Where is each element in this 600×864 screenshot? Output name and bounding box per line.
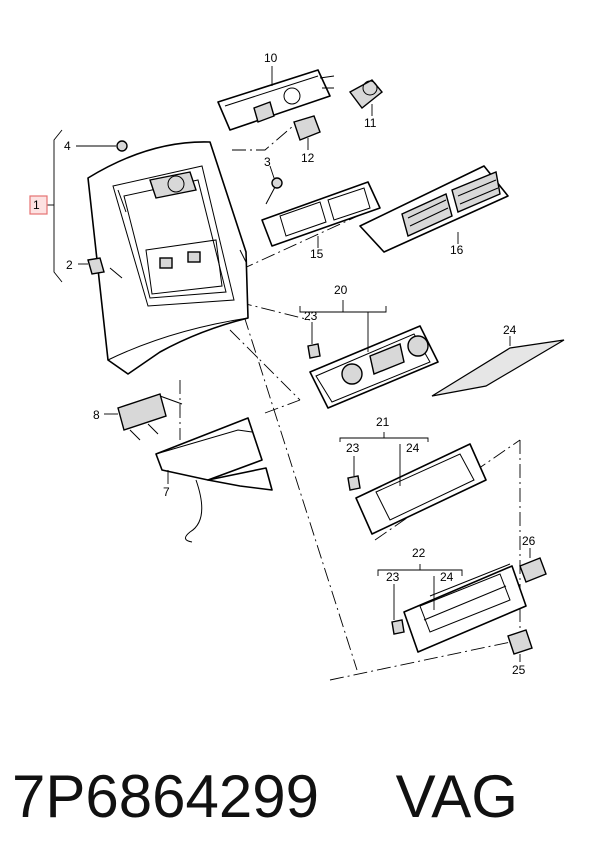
callout-25: 25 bbox=[512, 663, 526, 677]
storage-bin-part-7 bbox=[155, 417, 273, 543]
callout-23a: 23 bbox=[304, 309, 318, 323]
highlight-box-1 bbox=[29, 195, 48, 215]
cap-part-25 bbox=[507, 629, 533, 662]
brand-label: VAG bbox=[395, 763, 518, 830]
switch-part-12 bbox=[293, 115, 321, 150]
vent-part-15 bbox=[261, 181, 381, 248]
callout-20: 20 bbox=[334, 283, 348, 297]
climate-control-part-20 bbox=[299, 300, 439, 409]
callout-23c: 23 bbox=[386, 570, 400, 584]
part-footer: 7P6864299 VAG bbox=[12, 752, 592, 842]
callout-23b: 23 bbox=[346, 441, 360, 455]
callout-4: 4 bbox=[64, 139, 71, 153]
cap-part-26 bbox=[519, 548, 547, 583]
callout-11: 11 bbox=[364, 116, 377, 130]
tray-part-22 bbox=[377, 563, 527, 653]
callout-21: 21 bbox=[376, 415, 390, 429]
callout-24b: 24 bbox=[406, 441, 420, 455]
tray-part-21 bbox=[339, 432, 487, 535]
assembly-bracket-1 bbox=[53, 129, 63, 283]
console-housing-part-1 bbox=[87, 141, 249, 375]
vent-part-16 bbox=[359, 165, 509, 253]
callout-15: 15 bbox=[310, 247, 324, 261]
mat-part-24 bbox=[431, 336, 565, 397]
clip-part-2 bbox=[78, 257, 105, 275]
callout-7: 7 bbox=[163, 485, 170, 499]
callout-26: 26 bbox=[522, 534, 536, 548]
callout-22: 22 bbox=[412, 546, 426, 560]
callout-3: 3 bbox=[264, 155, 271, 169]
callout-24c: 24 bbox=[440, 570, 454, 584]
callout-labels: 1 2 3 4 7 8 10 11 12 15 16 20 21 22 23 2… bbox=[33, 51, 536, 677]
sensor-part-8 bbox=[104, 393, 183, 441]
nut-part-4 bbox=[76, 140, 128, 152]
callout-1: 1 bbox=[33, 198, 40, 212]
socket-part-11 bbox=[348, 79, 383, 116]
callout-16: 16 bbox=[450, 243, 464, 257]
callout-8: 8 bbox=[93, 408, 100, 422]
callout-10: 10 bbox=[264, 51, 278, 65]
callout-2: 2 bbox=[66, 258, 73, 272]
bulb-parts-23 bbox=[307, 322, 405, 635]
part-number: 7P6864299 bbox=[12, 763, 319, 830]
switch-panel-part-10 bbox=[217, 66, 335, 131]
callout-24a: 24 bbox=[503, 323, 517, 337]
screw-part-3 bbox=[265, 165, 283, 205]
callout-12: 12 bbox=[301, 151, 315, 165]
